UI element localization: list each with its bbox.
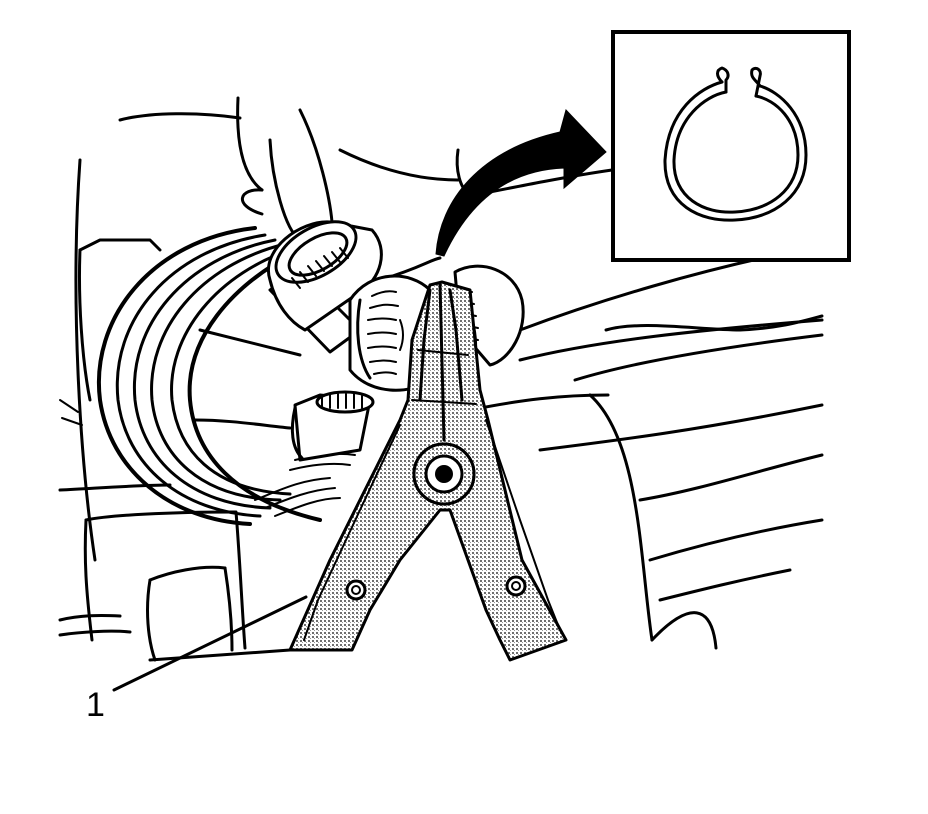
callout-1: 1 xyxy=(86,595,308,724)
callout-label: 1 xyxy=(86,686,105,724)
housing-outline xyxy=(58,96,824,662)
snap-ring-pliers xyxy=(288,280,568,662)
cv-joint-boot xyxy=(96,226,356,526)
inset-panel xyxy=(611,30,851,262)
curved-arrow-icon xyxy=(435,109,607,257)
snap-ring-icon xyxy=(663,66,808,222)
